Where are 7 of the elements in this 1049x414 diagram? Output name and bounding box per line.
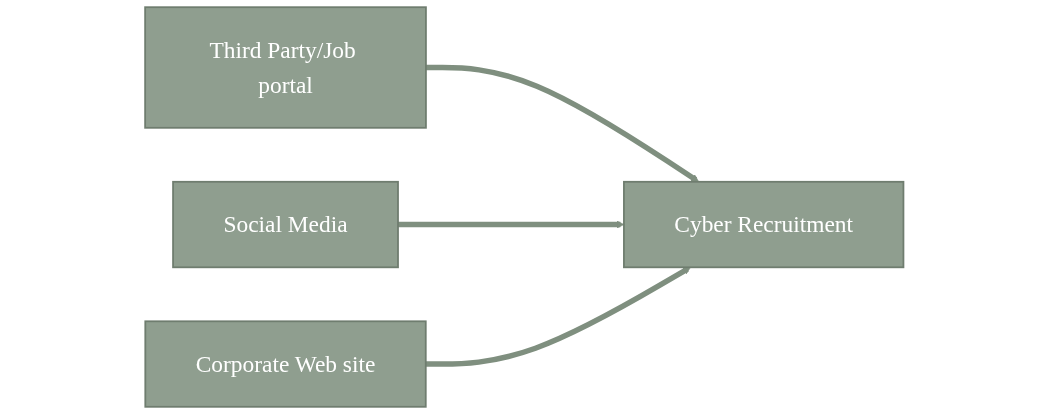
arrow bbox=[425, 266, 692, 367]
node-box: Corporate Web site bbox=[144, 320, 427, 408]
node-box: Third Party/Job portal bbox=[144, 6, 428, 129]
node-box: Social Media bbox=[172, 180, 400, 269]
arrow bbox=[398, 220, 625, 229]
node-box: Cyber Recruitment bbox=[623, 180, 905, 269]
arrow bbox=[426, 64, 700, 183]
